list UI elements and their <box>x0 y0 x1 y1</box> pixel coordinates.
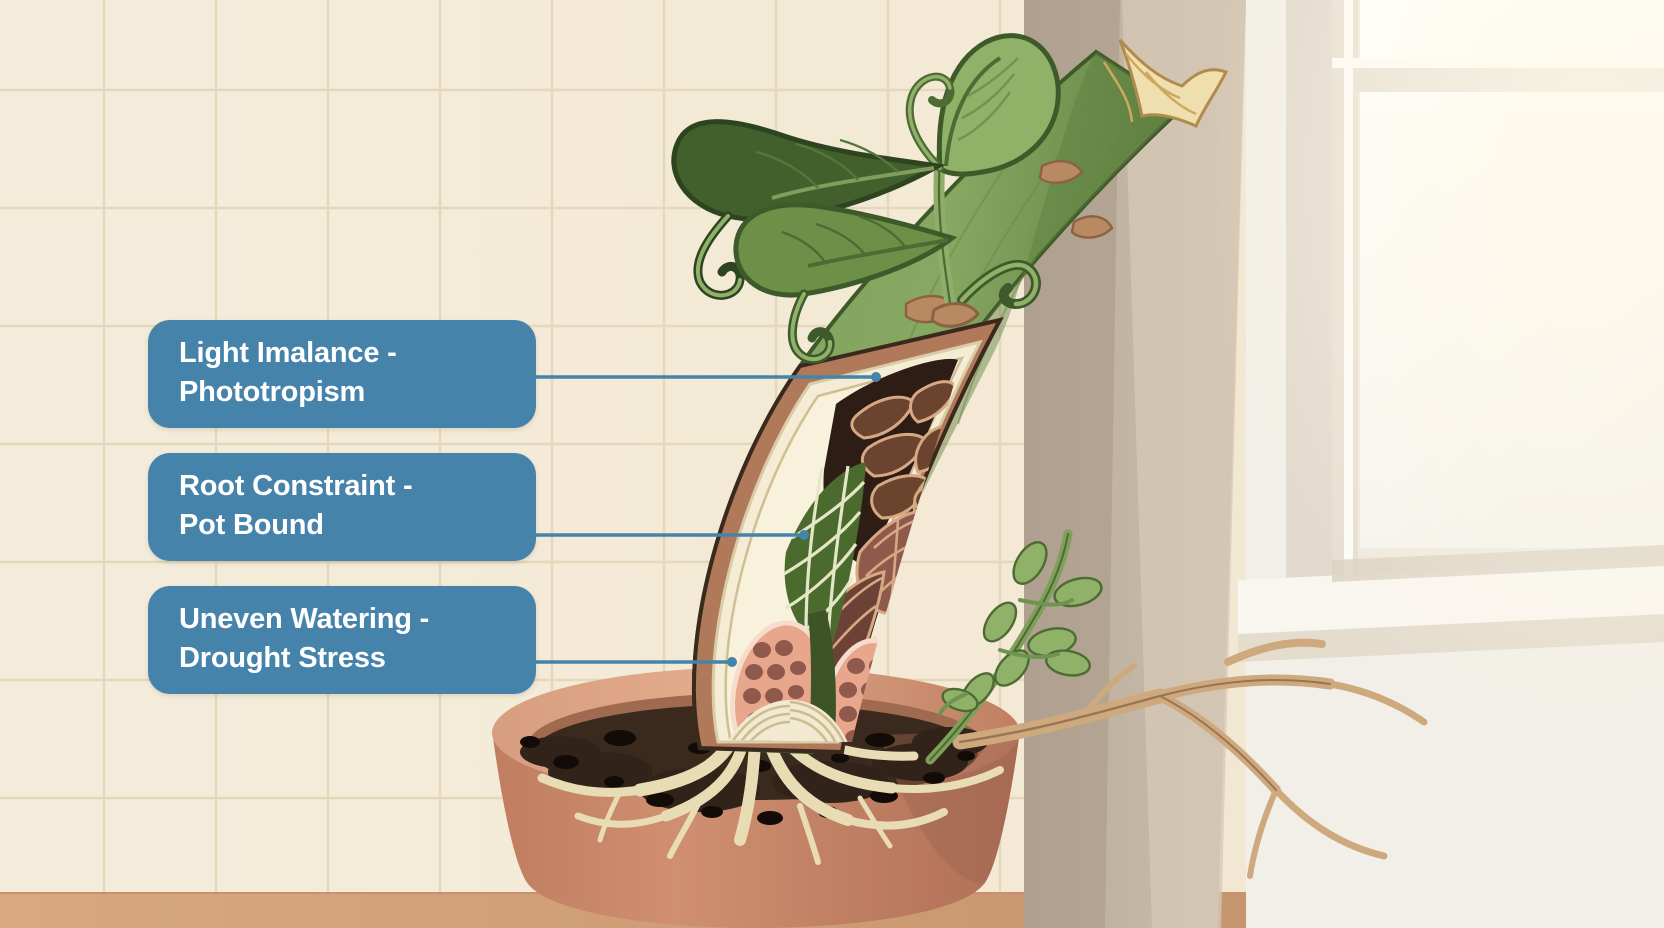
green-cortex <box>784 462 866 647</box>
leaf-right-tendril <box>957 260 1041 310</box>
side-shoot-stem-outline <box>929 533 1069 761</box>
root-crown <box>722 700 852 742</box>
sunlight-glow <box>1180 0 1664 700</box>
petiole-node-collar <box>930 302 980 328</box>
callout-light-imbalance[interactable]: Light Imalance - Phototropism <box>148 320 536 428</box>
callout-uneven-watering-line2: Drought Stress <box>179 642 386 674</box>
broken-stem-tip <box>1102 38 1229 128</box>
side-shoot-branchlets <box>938 598 1074 716</box>
callout-root-constraint-line2: Pot Bound <box>179 509 324 541</box>
callout-root-constraint-line1: Root Constraint - <box>179 470 413 503</box>
leaf-cluster <box>671 33 1061 364</box>
callout-light-imbalance-line1: Light Imalance - <box>179 337 397 370</box>
callout-uneven-watering-line1: Uneven Watering - <box>179 603 430 636</box>
side-shoot <box>925 529 1103 765</box>
leaf-upright <box>905 33 1061 177</box>
callout-light-imbalance-line2: Phototropism <box>179 376 366 408</box>
leaf-lower-left <box>733 202 958 364</box>
escaping-root-outline <box>958 679 1331 791</box>
callout-uneven-watering[interactable]: Uneven Watering - Drought Stress <box>148 586 536 694</box>
callout-root-constraint[interactable]: Root Constraint - Pot Bound <box>148 453 536 561</box>
leader-dots <box>727 372 881 667</box>
leader-lines <box>536 375 878 664</box>
